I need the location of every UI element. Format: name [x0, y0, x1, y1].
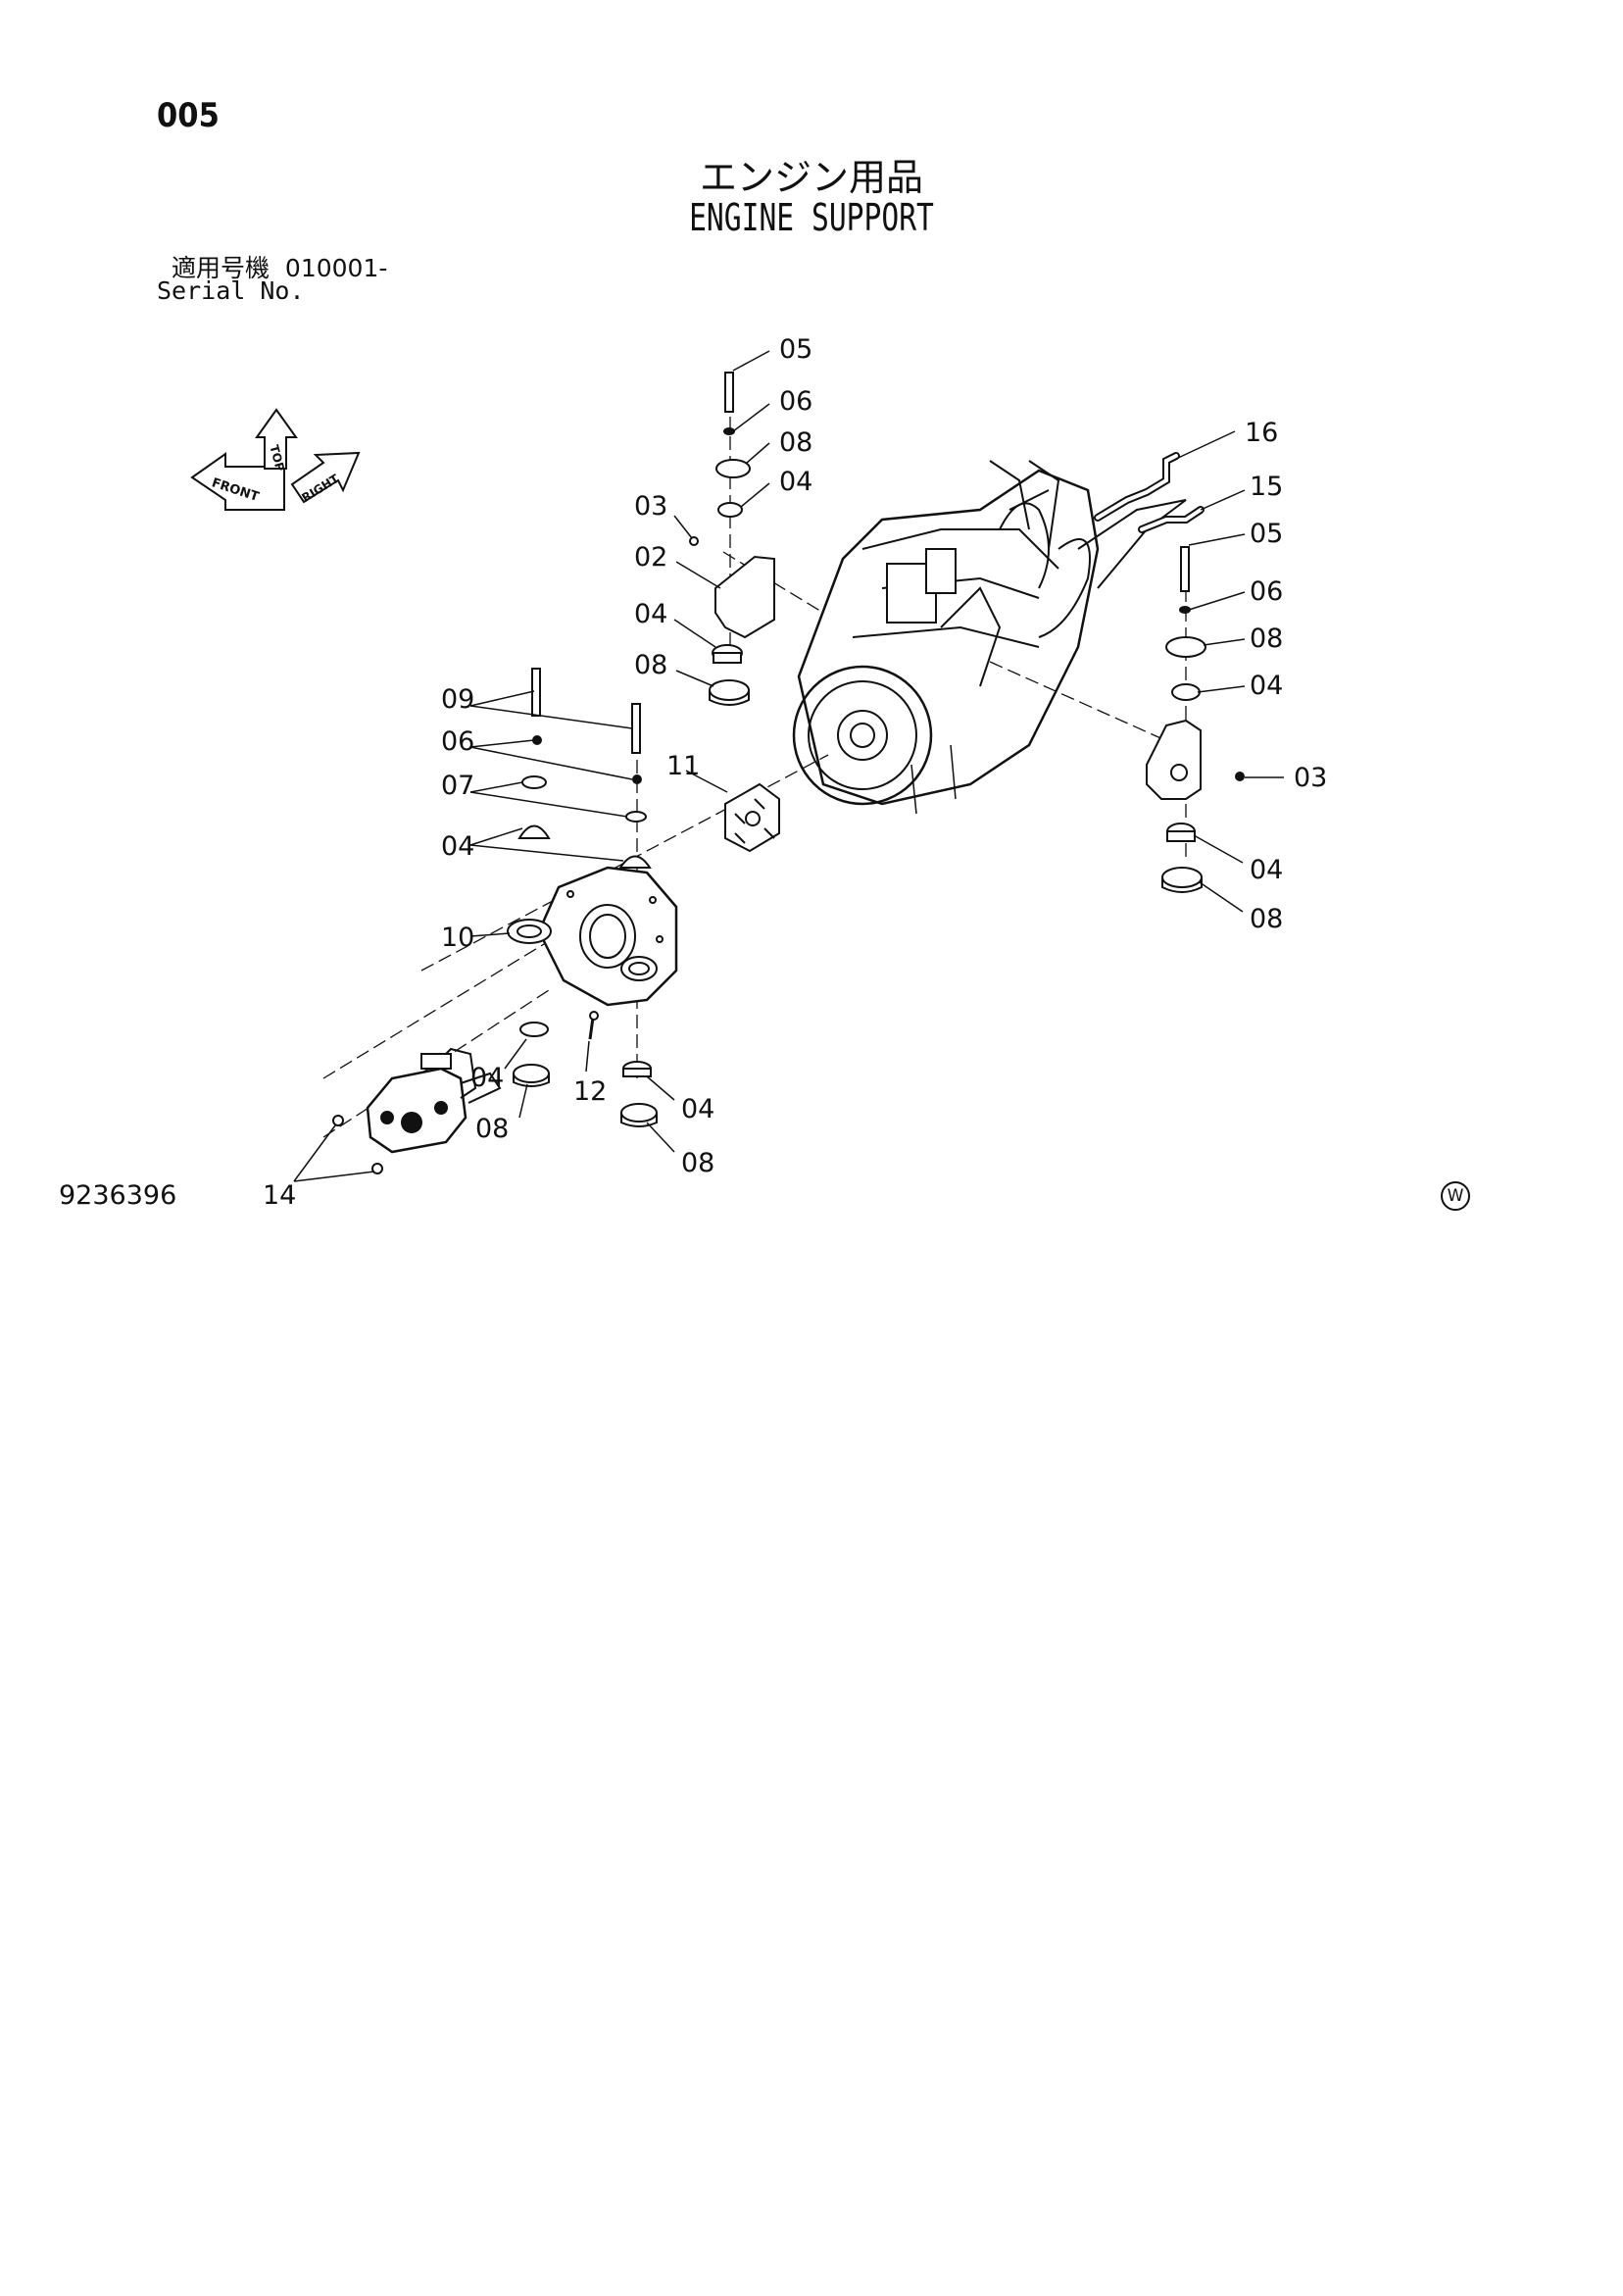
- plate-08-upper-right: [1165, 636, 1206, 658]
- callout-11: 11: [666, 751, 700, 781]
- callout-12: 12: [573, 1076, 607, 1107]
- cushion-04-rear-left: [517, 824, 551, 839]
- serial-label-english: Serial No.: [157, 276, 305, 305]
- orientation-indicator: FRONT TOP RIGHT: [190, 408, 361, 511]
- bolt-12: [588, 1017, 595, 1040]
- rear-mount-stack: [517, 668, 652, 869]
- callout-16: 16: [1245, 418, 1278, 448]
- bolt-03-left: [689, 536, 699, 546]
- callout-04-upper-right: 04: [1250, 671, 1283, 701]
- callout-08-lower-right: 08: [1250, 904, 1283, 934]
- plate-08-bottom-right: [620, 1103, 658, 1123]
- washer-06-right: [1179, 606, 1191, 614]
- washer-06-left: [723, 427, 735, 435]
- orientation-label-top: TOP: [267, 443, 287, 473]
- cushion-04-rear-right: [618, 855, 652, 869]
- serial-label-japanese: 適用号機: [172, 254, 270, 282]
- callout-03-right: 03: [1294, 763, 1327, 793]
- plate-08-lower-right: [1161, 867, 1203, 888]
- callout-08-bottom-left: 08: [475, 1114, 509, 1144]
- callout-04-lower-right: 04: [1250, 855, 1283, 885]
- callout-05-right: 05: [1250, 519, 1283, 549]
- callout-02: 02: [634, 542, 667, 573]
- hose-15-inner: [1140, 508, 1203, 531]
- assembly-axis-lines: [322, 397, 1187, 1138]
- callout-04-bottom-right: 04: [681, 1094, 714, 1124]
- callout-06-rear: 06: [441, 726, 474, 757]
- corner-mark-icon: W: [1441, 1181, 1470, 1211]
- callout-08-lower-left: 08: [634, 650, 667, 680]
- callout-08-upper-right: 08: [1250, 624, 1283, 654]
- callout-04-bottom-left: 04: [470, 1063, 504, 1093]
- callout-05-left: 05: [779, 334, 812, 365]
- callout-leader-lines: [293, 350, 1284, 1182]
- cushion-04-bottom-left: [519, 1022, 549, 1037]
- callout-08-upper-left: 08: [779, 427, 812, 458]
- bolt-05-right: [1180, 546, 1190, 592]
- bolt-09-left: [531, 668, 541, 717]
- callout-06-left: 06: [779, 386, 812, 417]
- cushion-04-upper-right: [1171, 683, 1201, 701]
- callout-06-right: 06: [1250, 576, 1283, 607]
- cushion-04-upper-left: [717, 502, 743, 518]
- page-number: 005: [157, 96, 220, 135]
- hose-16-inner: [1096, 454, 1178, 520]
- callout-04-upper-left: 04: [779, 467, 812, 497]
- plate-08-upper-left: [715, 459, 751, 478]
- front-arrow-icon: [190, 452, 285, 511]
- engine-assembly: [792, 460, 1187, 815]
- bolt-05-left: [724, 372, 734, 413]
- callout-07: 07: [441, 771, 474, 801]
- bracket-02: [714, 555, 775, 639]
- coupling-11: [724, 782, 780, 853]
- callout-14: 14: [263, 1180, 296, 1211]
- housing-10: [507, 866, 678, 1007]
- callout-labels: 05 06 08 04 03 02 04 08 16 15 05 06 08 0…: [263, 334, 1327, 1211]
- cooling-fan: [989, 460, 1060, 550]
- callout-04-lower-left: 04: [634, 599, 667, 629]
- plate-08-lower-left: [709, 679, 750, 701]
- left-mount-group: [689, 372, 775, 706]
- drawing-id: 9236396: [59, 1180, 177, 1211]
- bolt-03-right: [1235, 772, 1245, 781]
- callout-09: 09: [441, 684, 474, 715]
- flywheel-housing: [792, 665, 933, 806]
- callout-03-left: 03: [634, 491, 667, 522]
- top-arrow-icon: [255, 408, 298, 470]
- washer-07-right: [625, 811, 647, 823]
- bracket-right: [1146, 719, 1202, 800]
- callout-10: 10: [441, 923, 474, 953]
- bolt-09-right: [631, 703, 641, 754]
- serial-value: 010001-: [284, 254, 388, 282]
- pump-14: [332, 1047, 502, 1174]
- right-mount-group: [1146, 546, 1245, 893]
- washer-07-left: [521, 775, 547, 789]
- page-title-japanese: エンジン用品: [699, 156, 923, 199]
- callout-08-bottom-right: 08: [681, 1148, 714, 1178]
- plate-08-bottom-left: [513, 1064, 550, 1083]
- callout-15: 15: [1250, 472, 1283, 502]
- serial-line-japanese: 適用号機 010001-: [172, 249, 387, 284]
- right-arrow-icon: [290, 451, 361, 504]
- page-title-english: ENGINE SUPPORT: [689, 196, 934, 239]
- callout-04-rear: 04: [441, 831, 474, 862]
